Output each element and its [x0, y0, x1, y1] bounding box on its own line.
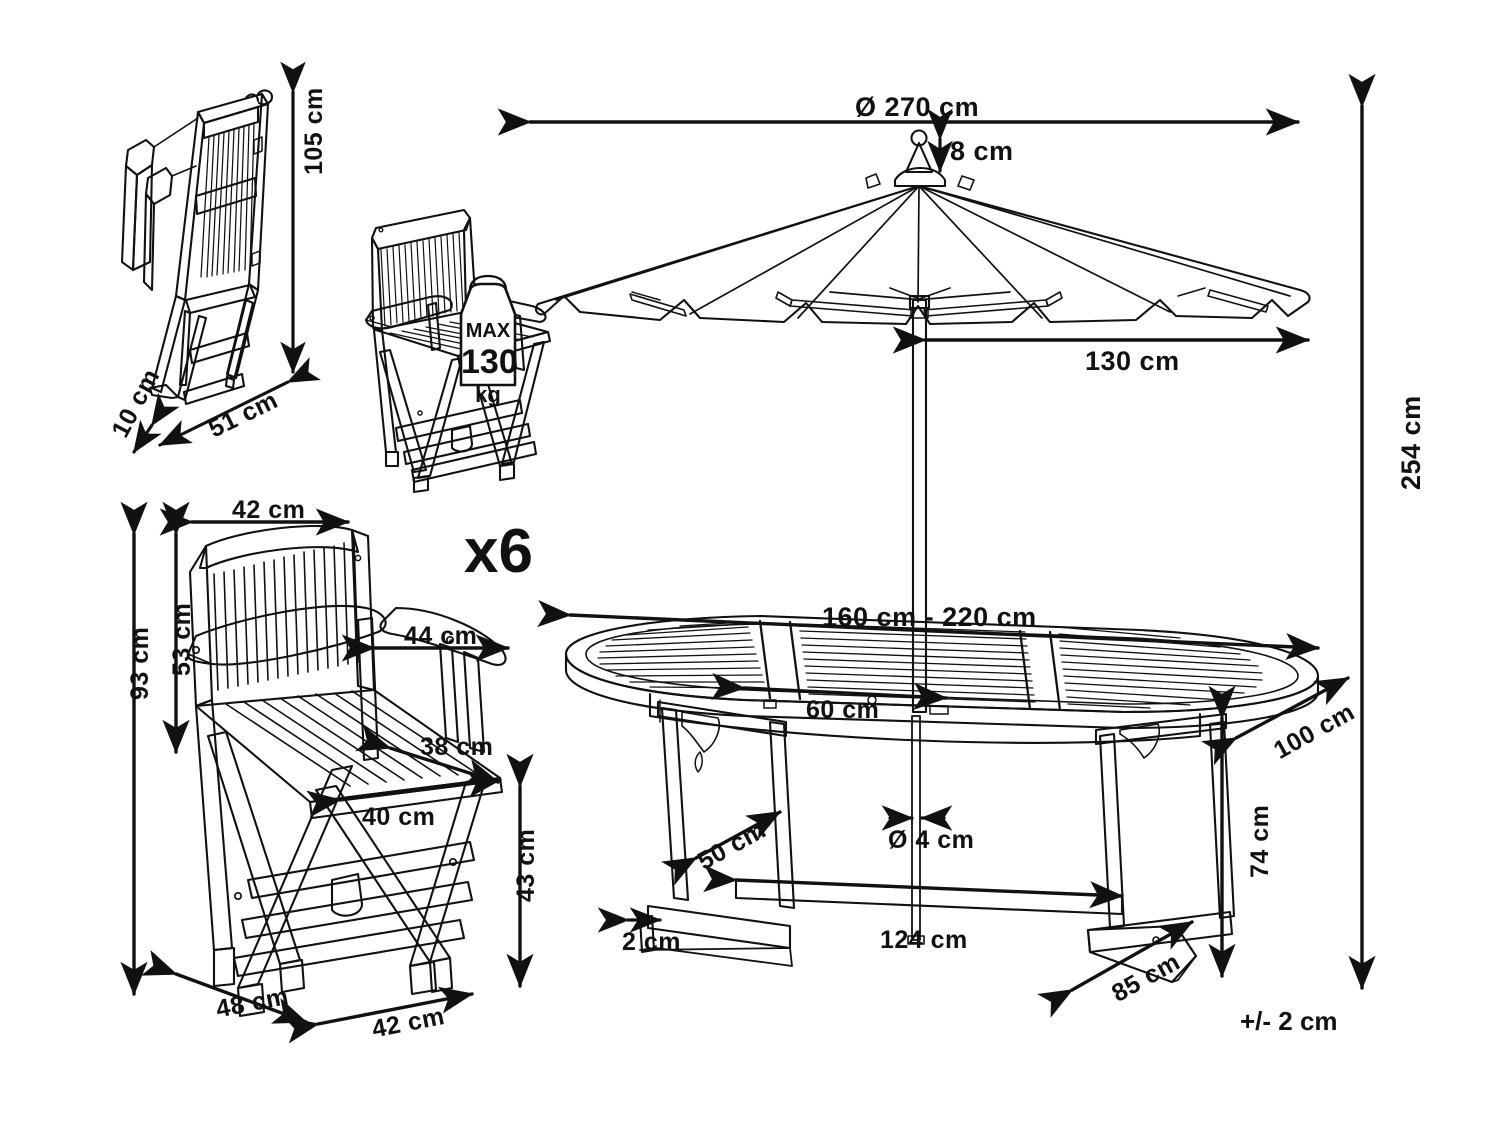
- label-chair-total-height: 93 cm: [126, 626, 154, 700]
- weight-unit: kg: [475, 382, 501, 407]
- label-chair-backrest-height: 53 cm: [168, 602, 196, 676]
- label-table-height: 74 cm: [1246, 804, 1274, 878]
- dim-table-stretcher-length: [703, 865, 1124, 909]
- weight-max-text: MAX: [465, 320, 511, 342]
- label-table-length-range: 160 cm - 220 cm: [822, 602, 1037, 632]
- label-table-stretcher-length: 124 cm: [880, 926, 968, 954]
- chair-weight-capacity-illustration: [364, 208, 552, 494]
- weight-value: 130: [461, 343, 518, 381]
- dim-folded-chair-depth: [158, 357, 321, 447]
- parasol-illustration: [534, 129, 1311, 714]
- dim-chair-seat-depth: [306, 770, 502, 818]
- label-folded-chair-height: 105 cm: [300, 87, 328, 175]
- label-parasol-diameter: Ø 270 cm: [855, 92, 980, 122]
- label-table-extension-leaf: 60 cm: [806, 696, 880, 724]
- label-chair-backrest-width: 42 cm: [232, 496, 306, 524]
- label-chair-armrest-length: 44 cm: [404, 622, 478, 650]
- label-chair-seat-height: 43 cm: [512, 828, 540, 902]
- folded-chair-illustration: [120, 89, 274, 406]
- weight-block-label: MAX 130 kg: [461, 320, 518, 408]
- dim-table-width: [1201, 676, 1350, 766]
- label-table-foot-thickness: 2 cm: [622, 928, 681, 956]
- label-parasol-radius: 130 cm: [1085, 346, 1180, 376]
- label-chair-seat-depth: 40 cm: [362, 803, 436, 831]
- dim-chair-base-width: [283, 986, 474, 1044]
- quantity-multiplier-label: x6: [464, 517, 533, 586]
- dim-table-leg-spread: [661, 810, 782, 886]
- dim-table-foot-length: [1037, 920, 1194, 1018]
- weight-block-icon: [459, 274, 517, 387]
- tolerance-note: +/- 2 cm: [1240, 1006, 1338, 1036]
- label-table-pole-diameter: Ø 4 cm: [888, 826, 975, 854]
- label-parasol-finial-height: 8 cm: [950, 136, 1014, 166]
- dim-folded-chair-thickness: [132, 392, 180, 454]
- label-overall-height: 254 cm: [1396, 395, 1426, 490]
- dim-table-length-range: [537, 599, 1320, 661]
- dim-table-extension-leaf: [711, 672, 948, 710]
- label-chair-seat-width: 38 cm: [420, 733, 494, 761]
